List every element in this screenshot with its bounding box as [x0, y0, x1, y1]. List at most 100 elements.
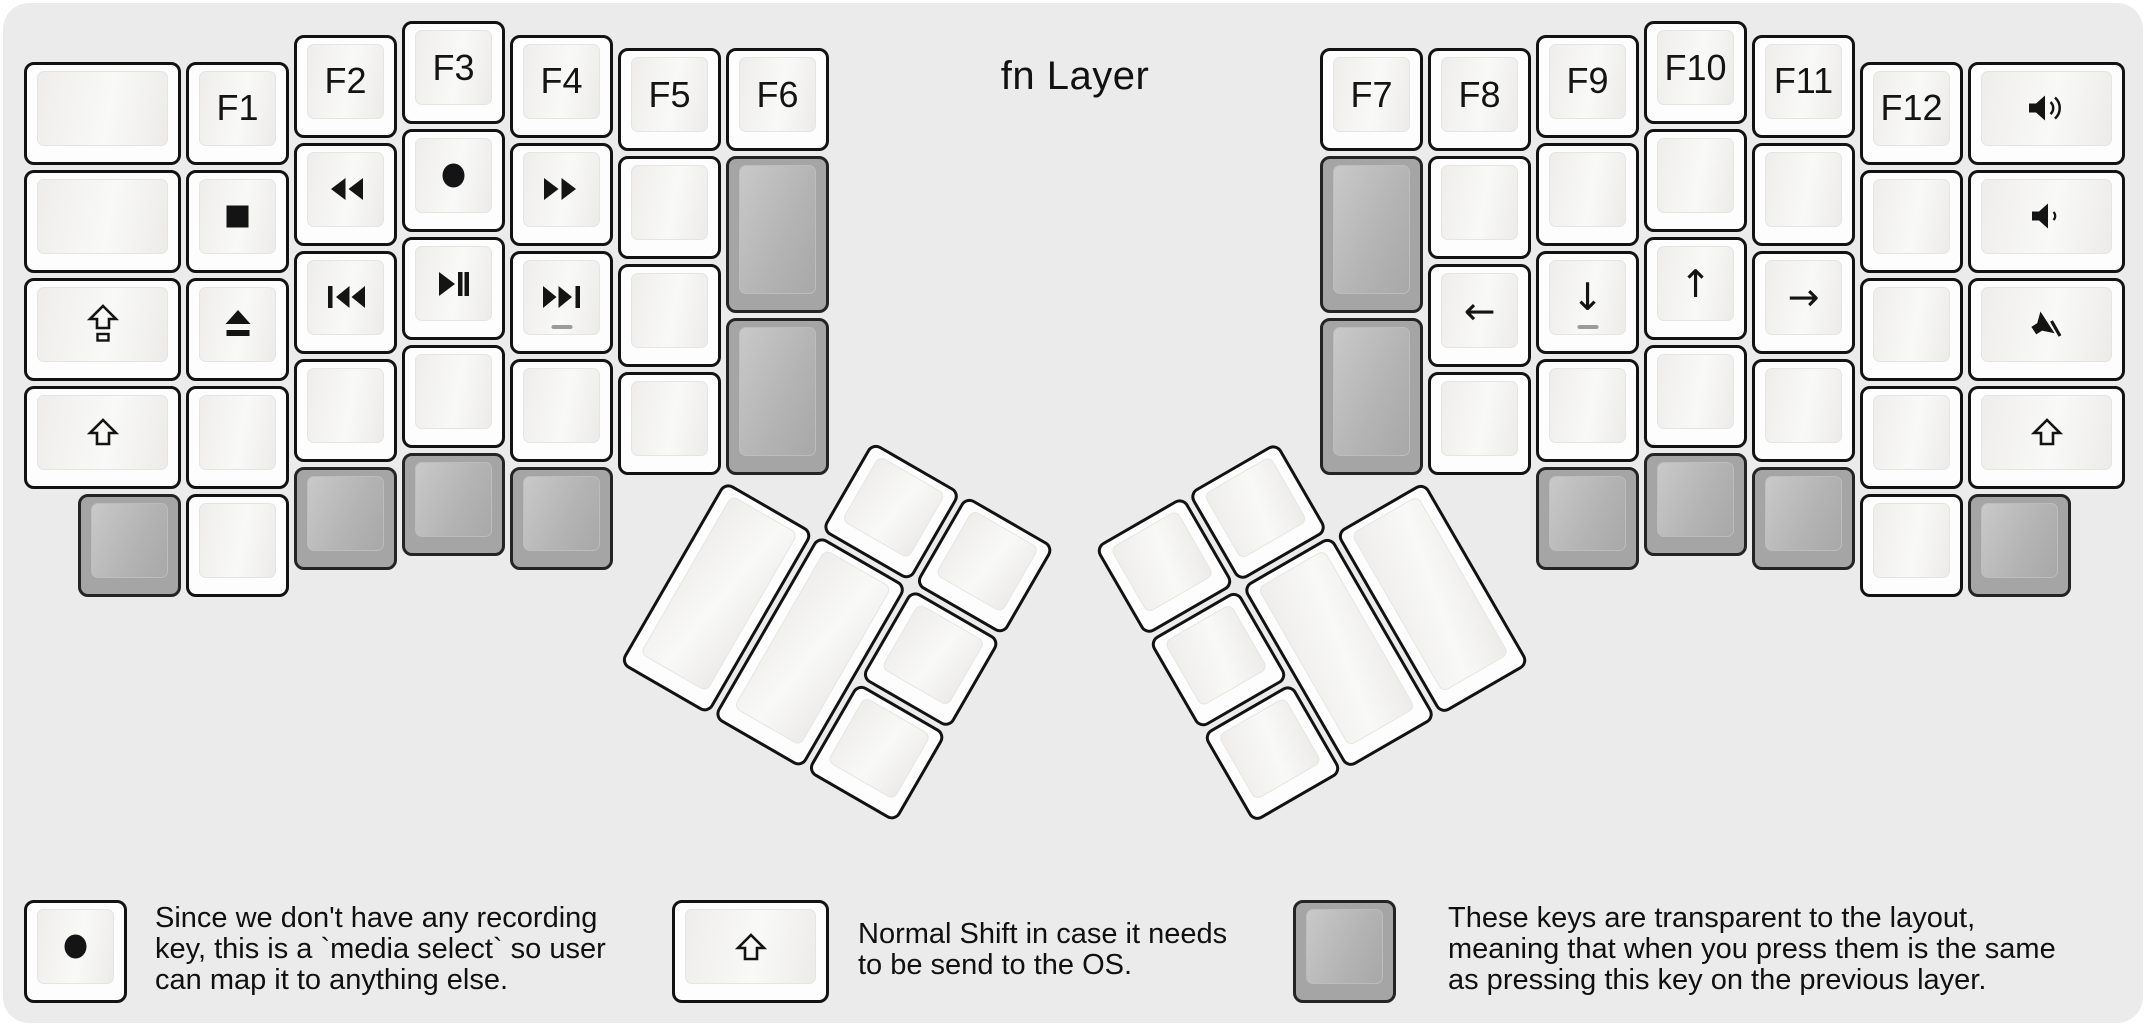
- key-face: [1306, 909, 1383, 984]
- key-face: [1657, 138, 1734, 213]
- key-f7[interactable]: F7: [1320, 48, 1423, 151]
- key-f5[interactable]: F5: [618, 48, 721, 151]
- key-play-pause[interactable]: [402, 237, 505, 340]
- key-volume-up[interactable]: [1968, 61, 2125, 165]
- page-title: fn Layer: [1000, 54, 1150, 98]
- key-label: F6: [756, 73, 799, 115]
- legend-text-3: These keys are transparent to the layout…: [1448, 903, 2056, 996]
- key-transparent[interactable]: [726, 318, 829, 475]
- key-face: [307, 259, 384, 335]
- key-blank[interactable]: [1536, 142, 1639, 246]
- key-transparent[interactable]: [726, 156, 829, 313]
- key-blank[interactable]: [1428, 156, 1531, 259]
- key-f12[interactable]: F12: [1860, 61, 1963, 165]
- key-caps-lock[interactable]: [24, 277, 181, 381]
- key-transparent[interactable]: [402, 453, 505, 556]
- key-blank[interactable]: [1644, 345, 1747, 448]
- key-face: [1657, 462, 1734, 537]
- key-transparent[interactable]: [1320, 318, 1423, 475]
- shift-icon: [86, 418, 119, 446]
- key-f11[interactable]: F11: [1752, 34, 1855, 138]
- key-fast-forward[interactable]: [510, 142, 613, 246]
- key-f1[interactable]: F1: [186, 61, 289, 165]
- key-arrow-up[interactable]: ↑: [1644, 237, 1747, 340]
- key-blank[interactable]: [186, 385, 289, 489]
- key-face: [1765, 151, 1842, 227]
- key-blank[interactable]: [1752, 358, 1855, 462]
- key-transparent[interactable]: [1320, 156, 1423, 313]
- key-shift[interactable]: [1968, 385, 2125, 489]
- key-face: F10: [1657, 30, 1734, 105]
- key-face: [1765, 475, 1842, 551]
- key-blank[interactable]: [1644, 129, 1747, 232]
- arrow-right-icon: →: [1787, 275, 1820, 319]
- key-f4[interactable]: F4: [510, 34, 613, 138]
- key-transparent[interactable]: [1536, 466, 1639, 570]
- key-shift[interactable]: [24, 385, 181, 489]
- key-face: [1981, 394, 2112, 470]
- key-transparent[interactable]: [1644, 453, 1747, 556]
- key-transparent[interactable]: [1968, 493, 2071, 597]
- key-blank[interactable]: [186, 493, 289, 597]
- key-face: [199, 394, 276, 470]
- key-arrow-down[interactable]: ↓: [1536, 250, 1639, 354]
- homing-bar: [1577, 325, 1598, 329]
- key-blank[interactable]: [1860, 277, 1963, 381]
- key-eject[interactable]: [186, 277, 289, 381]
- key-f6[interactable]: F6: [726, 48, 829, 151]
- key-transparent[interactable]: [1752, 466, 1855, 570]
- key-f10[interactable]: F10: [1644, 21, 1747, 124]
- key-blank[interactable]: [618, 372, 721, 475]
- key-prev-track[interactable]: [294, 250, 397, 354]
- key-blank[interactable]: [1428, 372, 1531, 475]
- key-label: F8: [1458, 73, 1501, 115]
- key-blank[interactable]: [402, 345, 505, 448]
- key-face: [1981, 70, 2112, 146]
- key-face: ↑: [1657, 246, 1734, 321]
- arrow-left-icon: ←: [1463, 288, 1496, 333]
- key-arrow-right[interactable]: →: [1752, 250, 1855, 354]
- key-f9[interactable]: F9: [1536, 34, 1639, 138]
- key-record[interactable]: [402, 129, 505, 232]
- key-face: [1981, 502, 2058, 578]
- key-face: [415, 354, 492, 429]
- legend-key-transparent: [1293, 900, 1396, 1003]
- key-face: [631, 273, 708, 348]
- key-blank[interactable]: [1860, 385, 1963, 489]
- key-face: [1203, 455, 1308, 560]
- key-volume-mute[interactable]: [1968, 277, 2125, 381]
- key-blank[interactable]: [24, 169, 181, 273]
- key-blank[interactable]: [510, 358, 613, 462]
- key-face: [37, 394, 168, 470]
- key-blank[interactable]: [1536, 358, 1639, 462]
- key-transparent[interactable]: [510, 466, 613, 570]
- key-blank[interactable]: [1752, 142, 1855, 246]
- key-face: [1333, 327, 1410, 456]
- key-blank[interactable]: [618, 264, 721, 367]
- key-f2[interactable]: F2: [294, 34, 397, 138]
- key-blank[interactable]: [618, 156, 721, 259]
- key-blank[interactable]: [294, 358, 397, 462]
- key-arrow-left[interactable]: ←: [1428, 264, 1531, 367]
- key-volume-down[interactable]: [1968, 169, 2125, 273]
- key-face: [415, 462, 492, 537]
- key-transparent[interactable]: [294, 466, 397, 570]
- key-transparent[interactable]: [78, 493, 181, 597]
- key-face: [1873, 394, 1950, 470]
- legend-line: These keys are transparent to the layout…: [1448, 902, 1976, 934]
- key-face: [37, 909, 114, 984]
- key-f8[interactable]: F8: [1428, 48, 1531, 151]
- key-next-track[interactable]: [510, 250, 613, 354]
- key-face: [1163, 603, 1269, 707]
- key-face: [415, 246, 492, 321]
- shift-icon: [2030, 418, 2063, 446]
- key-blank[interactable]: [24, 61, 181, 165]
- legend-line: can map it to anything else.: [155, 964, 509, 996]
- key-blank[interactable]: [1860, 169, 1963, 273]
- key-f3[interactable]: F3: [402, 21, 505, 124]
- key-rewind[interactable]: [294, 142, 397, 246]
- key-stop[interactable]: [186, 169, 289, 273]
- key-face: F5: [631, 57, 708, 132]
- key-blank[interactable]: [1860, 493, 1963, 597]
